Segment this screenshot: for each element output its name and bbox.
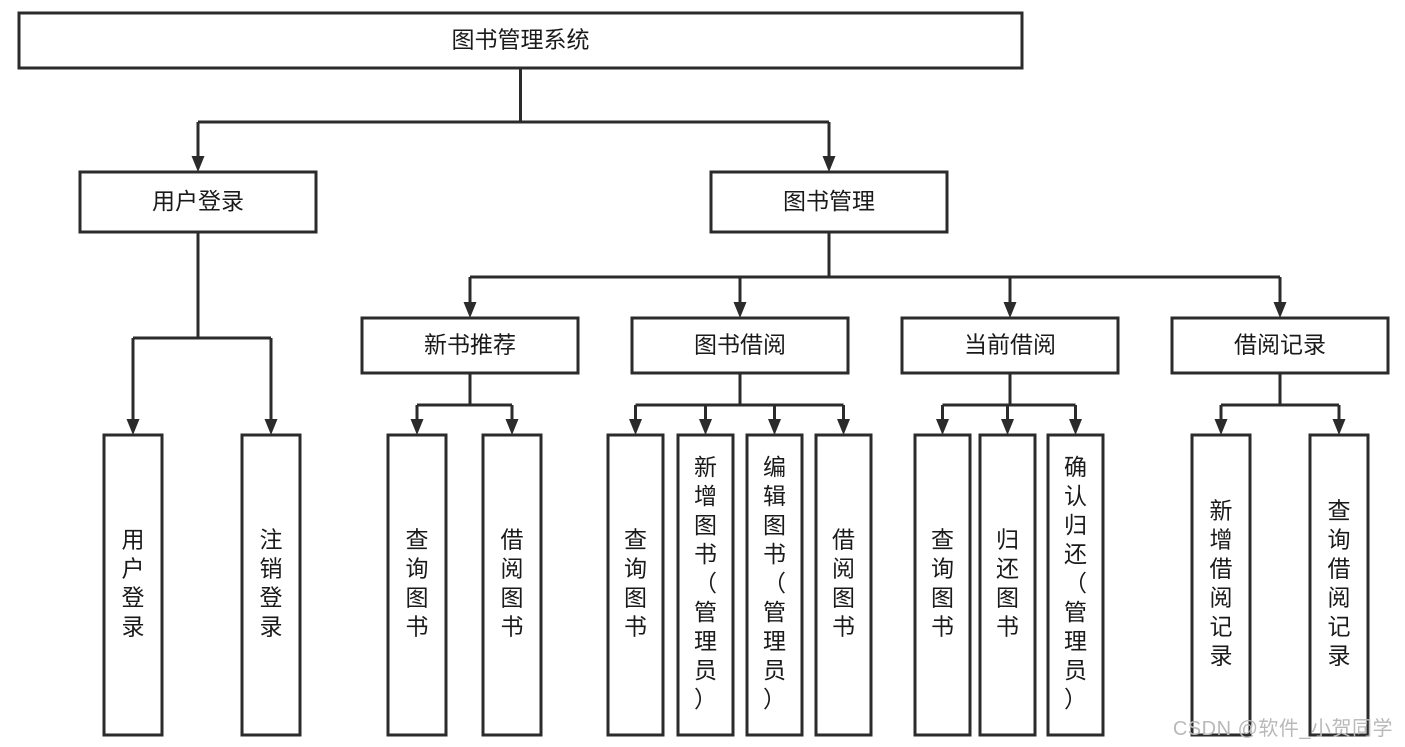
connector-layer [126, 68, 1346, 435]
node-label: 编辑图书（管理员） [763, 454, 786, 712]
node-leaf-user-login[interactable]: 用户登录 [102, 433, 164, 737]
node-leaf-borrow-edit[interactable]: 编辑图书（管理员） [745, 433, 804, 737]
edge-arrowhead [410, 419, 424, 435]
node-leaf-borrow-query[interactable]: 查询图书 [606, 433, 665, 737]
node-box[interactable] [481, 433, 543, 737]
node-borrow-record[interactable]: 借阅记录 [1170, 316, 1390, 375]
node-user-login[interactable]: 用户登录 [78, 170, 318, 234]
node-box[interactable] [913, 433, 972, 737]
node-label: 查询图书 [624, 527, 647, 640]
edge-arrowhead [837, 419, 850, 435]
node-box[interactable] [745, 433, 804, 737]
node-label: 归还图书 [996, 527, 1019, 640]
edge-arrowhead [463, 302, 477, 318]
node-box[interactable] [709, 170, 949, 234]
node-label: 新增图书（管理员） [694, 454, 717, 712]
node-box[interactable] [102, 433, 164, 737]
node-leaf-borrow-lend[interactable]: 借阅图书 [814, 433, 873, 737]
node-leaf-rec-borrow[interactable]: 借阅图书 [481, 433, 543, 737]
node-box[interactable] [1308, 433, 1370, 737]
edge-arrowhead [191, 156, 205, 172]
node-label: 借阅图书 [501, 527, 524, 640]
node-layer: 图书管理系统用户登录图书管理新书推荐图书借阅当前借阅借阅记录用户登录注销登录查询… [17, 11, 1390, 737]
edge-group-current_borrow [936, 373, 1082, 435]
edge-group-user_login [126, 232, 278, 435]
node-root[interactable]: 图书管理系统 [17, 11, 1024, 70]
node-label: 查询图书 [406, 527, 429, 640]
node-label: 当前借阅 [964, 332, 1056, 358]
edge-arrowhead [1003, 302, 1017, 318]
node-box[interactable] [676, 433, 735, 737]
node-label: 图书管理系统 [452, 27, 590, 53]
edge-group-root [191, 68, 836, 172]
node-leaf-cur-return[interactable]: 归还图书 [978, 433, 1037, 737]
edge-group-new_book_rec [410, 373, 519, 435]
node-leaf-rec-add[interactable]: 新增借阅记录 [1190, 433, 1252, 737]
node-box[interactable] [17, 11, 1024, 70]
node-box[interactable] [386, 433, 448, 737]
edge-arrowhead [505, 419, 519, 435]
edge-arrowhead [1273, 302, 1287, 318]
node-label: 查询图书 [931, 527, 954, 640]
node-new-book-rec[interactable]: 新书推荐 [360, 316, 580, 375]
node-leaf-user-logout[interactable]: 注销登录 [240, 433, 302, 737]
edge-arrowhead [733, 302, 747, 318]
node-box[interactable] [78, 170, 318, 234]
edge-arrowhead [1001, 419, 1014, 435]
node-label: 确认归还（管理员） [1064, 454, 1087, 712]
node-box[interactable] [1190, 433, 1252, 737]
edge-arrowhead [1069, 419, 1082, 435]
node-label: 借阅图书 [832, 527, 855, 640]
node-box[interactable] [1170, 316, 1390, 375]
node-box[interactable] [240, 433, 302, 737]
edge-arrowhead [1214, 419, 1228, 435]
node-label: 图书借阅 [694, 332, 786, 358]
node-label: 新增借阅记录 [1210, 498, 1233, 669]
node-leaf-rec-query[interactable]: 查询图书 [386, 433, 448, 737]
edge-arrowhead [629, 419, 642, 435]
edge-arrowhead [699, 419, 712, 435]
node-leaf-borrow-add[interactable]: 新增图书（管理员） [676, 433, 735, 737]
edge-group-book_borrow [629, 373, 850, 435]
node-label: 借阅记录 [1234, 332, 1326, 358]
node-book-manage[interactable]: 图书管理 [709, 170, 949, 234]
node-leaf-cur-query[interactable]: 查询图书 [913, 433, 972, 737]
node-box[interactable] [630, 316, 850, 375]
edge-arrowhead [264, 419, 278, 435]
edge-arrowhead [822, 156, 836, 172]
node-label: 用户登录 [152, 188, 244, 214]
node-box[interactable] [360, 316, 580, 375]
edge-arrowhead [1332, 419, 1346, 435]
node-book-borrow[interactable]: 图书借阅 [630, 316, 850, 375]
node-label: 用户登录 [122, 527, 145, 640]
edge-group-book_manage [463, 232, 1287, 318]
node-box[interactable] [978, 433, 1037, 737]
node-box[interactable] [900, 316, 1120, 375]
node-leaf-cur-confirm[interactable]: 确认归还（管理员） [1046, 433, 1105, 737]
node-label: 查询借阅记录 [1328, 498, 1351, 669]
node-label: 图书管理 [783, 188, 875, 214]
node-box[interactable] [606, 433, 665, 737]
node-label: 注销登录 [260, 527, 283, 640]
node-box[interactable] [1046, 433, 1105, 737]
node-current-borrow[interactable]: 当前借阅 [900, 316, 1120, 375]
node-leaf-rec-query2[interactable]: 查询借阅记录 [1308, 433, 1370, 737]
node-box[interactable] [814, 433, 873, 737]
node-label: 新书推荐 [424, 332, 516, 358]
edge-arrowhead [936, 419, 949, 435]
edge-arrowhead [768, 419, 781, 435]
edge-arrowhead [126, 419, 140, 435]
edge-group-borrow_record [1214, 373, 1346, 435]
